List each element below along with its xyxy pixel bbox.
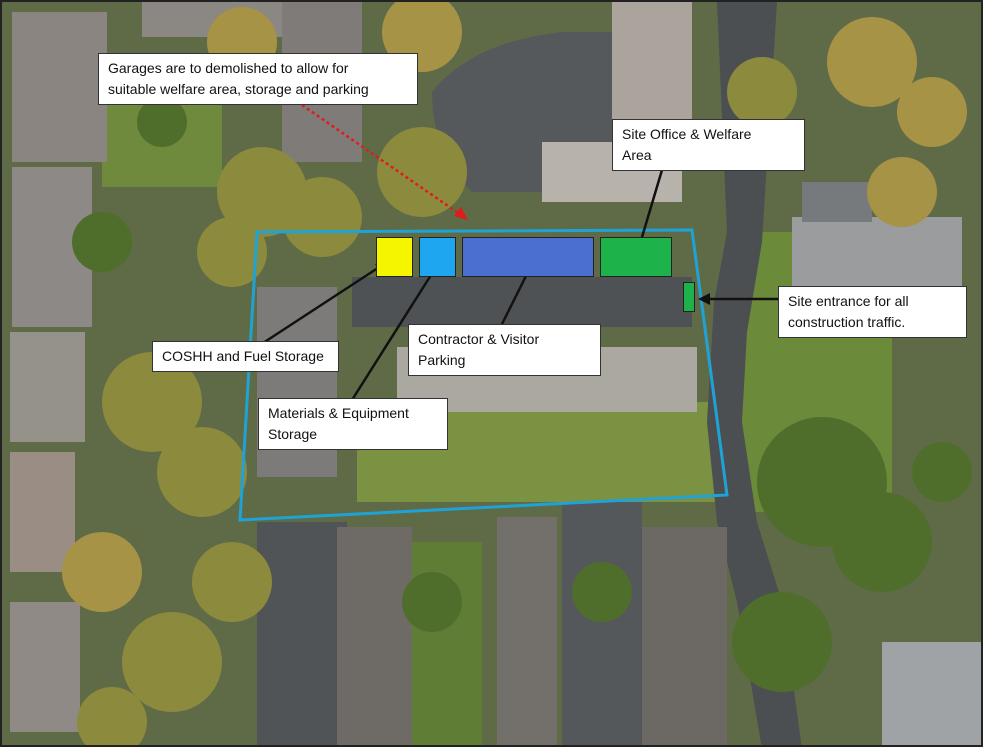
car-park-north <box>432 32 622 192</box>
lawn-south <box>402 542 482 745</box>
site-entrance-zone <box>683 282 695 312</box>
building <box>10 602 80 732</box>
building <box>497 517 557 745</box>
building <box>612 2 692 122</box>
road-east <box>707 2 802 745</box>
demolition-arrow <box>301 103 465 219</box>
building <box>10 452 75 572</box>
contractor-parking-callout: Contractor & Visitor Parking <box>408 324 601 376</box>
building <box>10 332 85 442</box>
coshh-fuel-storage-zone <box>376 237 413 277</box>
road-south-west <box>257 522 347 745</box>
garages-demolition-callout: Garages are to demolished to allow for s… <box>98 53 418 105</box>
site-office-welfare-zone <box>600 237 672 277</box>
trees-green <box>72 97 972 692</box>
materials-storage-callout: Materials & Equipment Storage <box>258 398 448 450</box>
site-entrance-callout: Site entrance for all construction traff… <box>778 286 967 338</box>
road-south <box>562 502 642 745</box>
building <box>792 217 962 292</box>
trees-autumn <box>62 2 967 612</box>
demolition-arrowhead <box>454 207 468 220</box>
building <box>882 642 981 745</box>
building <box>337 527 412 745</box>
materials-storage-zone <box>419 237 456 277</box>
building <box>802 182 872 222</box>
trees <box>77 57 797 745</box>
site-boundary <box>238 228 729 522</box>
contractor-parking-zone <box>462 237 594 277</box>
building <box>12 12 107 162</box>
site-office-callout: Site Office & Welfare Area <box>612 119 805 171</box>
coshh-fuel-callout: COSHH and Fuel Storage <box>152 341 339 372</box>
building <box>642 527 727 745</box>
